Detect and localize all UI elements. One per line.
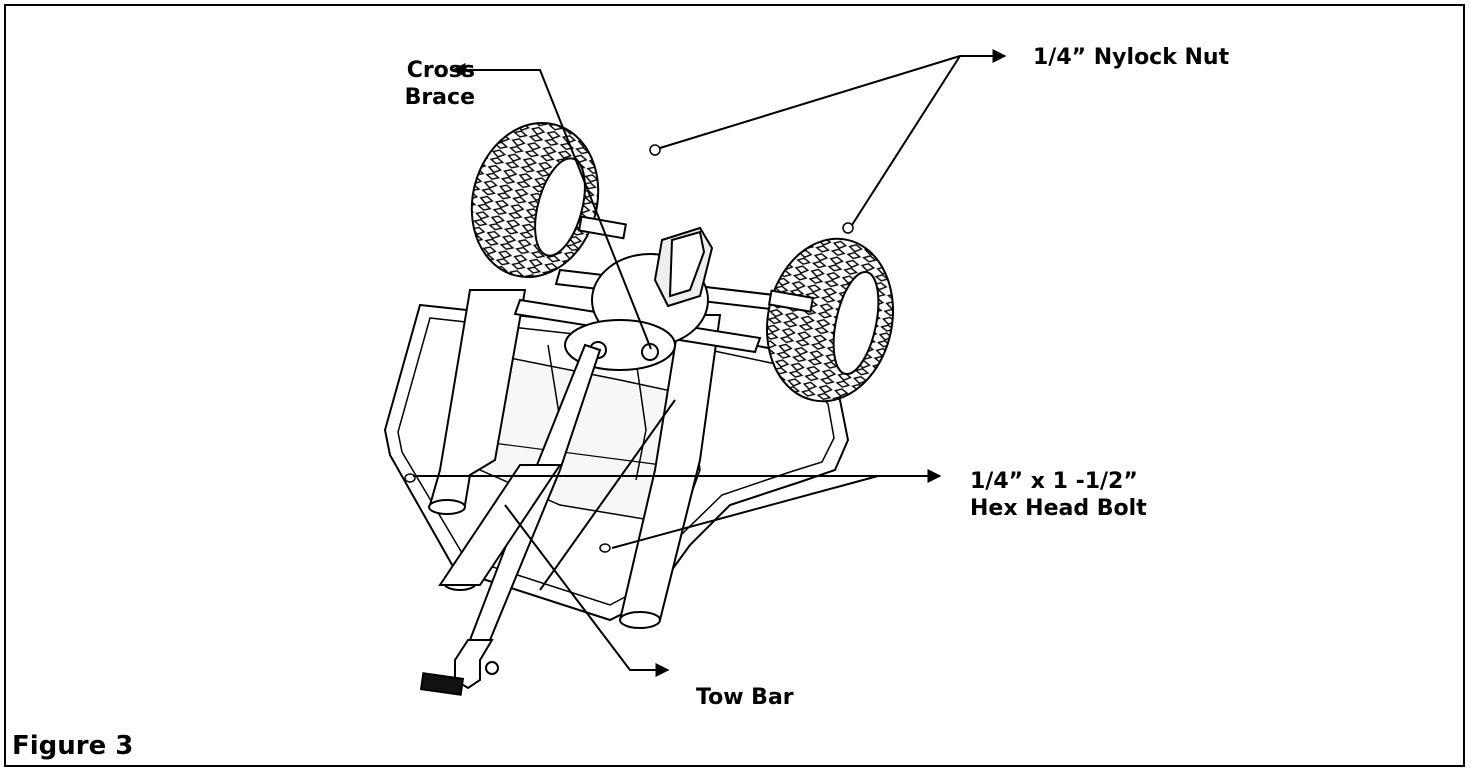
hex-bolt-label-line2: Hex Head Bolt	[970, 496, 1147, 521]
cross-brace-label-line2: Brace	[404, 85, 475, 110]
right-wheel	[766, 237, 894, 403]
tow-bar-illustration	[419, 343, 676, 696]
cross-brace-label-line1: Cross	[406, 58, 475, 83]
hex-bolt-label: 1/4” x 1 -1/2” Hex Head Bolt	[970, 468, 1147, 522]
hex-bolt-label-line1: 1/4” x 1 -1/2”	[970, 469, 1138, 494]
hex-bolt-icon	[404, 473, 611, 553]
nylock-nut-label: 1/4” Nylock Nut	[1033, 45, 1230, 70]
figure-caption: Figure 3	[12, 731, 134, 761]
nylock-nut-icon	[649, 144, 854, 234]
leader-lines	[413, 49, 1007, 677]
cross-brace-label: Cross Brace	[385, 57, 475, 111]
spinner-housing	[564, 226, 714, 371]
left-wheel	[470, 121, 627, 279]
tow-bar-label: Tow Bar	[696, 685, 794, 710]
